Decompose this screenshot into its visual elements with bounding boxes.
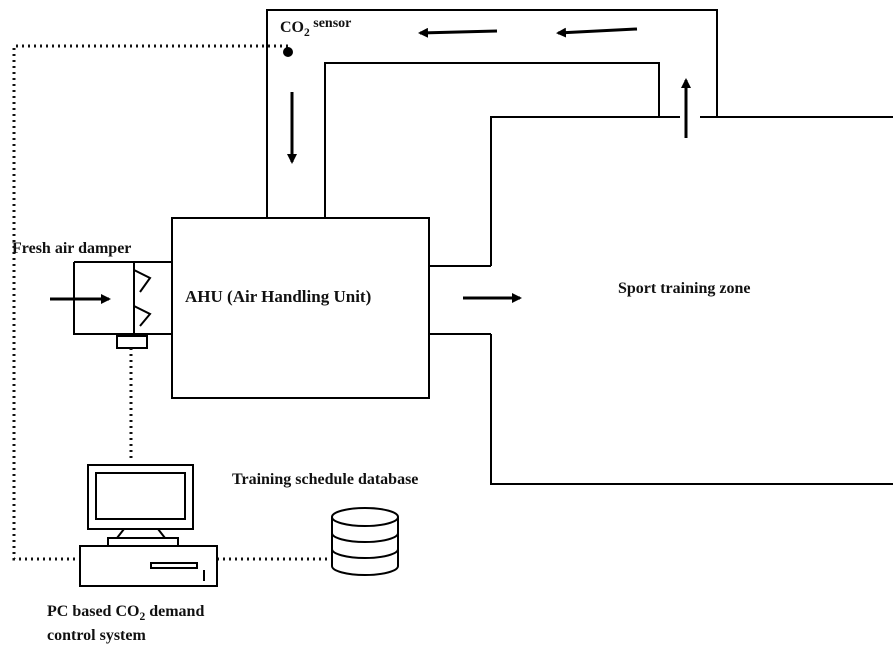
computer-icon (79, 464, 218, 587)
ahu-box (171, 217, 430, 399)
sensor-dot-icon (283, 47, 293, 57)
pc-label-prefix: PC based CO (47, 603, 140, 620)
co2-sensor-label: CO2 sensor (280, 17, 351, 40)
training-zone-wall-lower (490, 334, 893, 485)
damper-icon (116, 262, 152, 349)
database-label: Training schedule database (232, 471, 419, 488)
return-duct-inner-wall (324, 62, 660, 218)
return-duct-outer-wall (266, 9, 718, 218)
arrow-icon (556, 27, 638, 38)
ahu-label: AHU (Air Handling Unit) (185, 287, 372, 306)
fresh-air-damper-label: Fresh air damper (12, 240, 132, 257)
pc-label-line1: PC based CO2 demand (47, 603, 205, 624)
zone-label: Sport training zone (618, 280, 751, 297)
pc-label-suffix: demand (145, 603, 205, 620)
pc-label-line2: control system (47, 627, 146, 644)
co2-sensor-suffix: sensor (309, 16, 352, 31)
co2-sensor-prefix: CO (280, 19, 304, 36)
co2-sensor-subscript: 2 (304, 27, 310, 40)
arrow-icon (418, 27, 498, 38)
fresh-air-duct (73, 262, 172, 335)
signal-lines (12, 44, 330, 561)
pc-label-subscript: 2 (139, 611, 146, 624)
database-icon (331, 507, 399, 576)
training-zone-wall (490, 116, 680, 266)
